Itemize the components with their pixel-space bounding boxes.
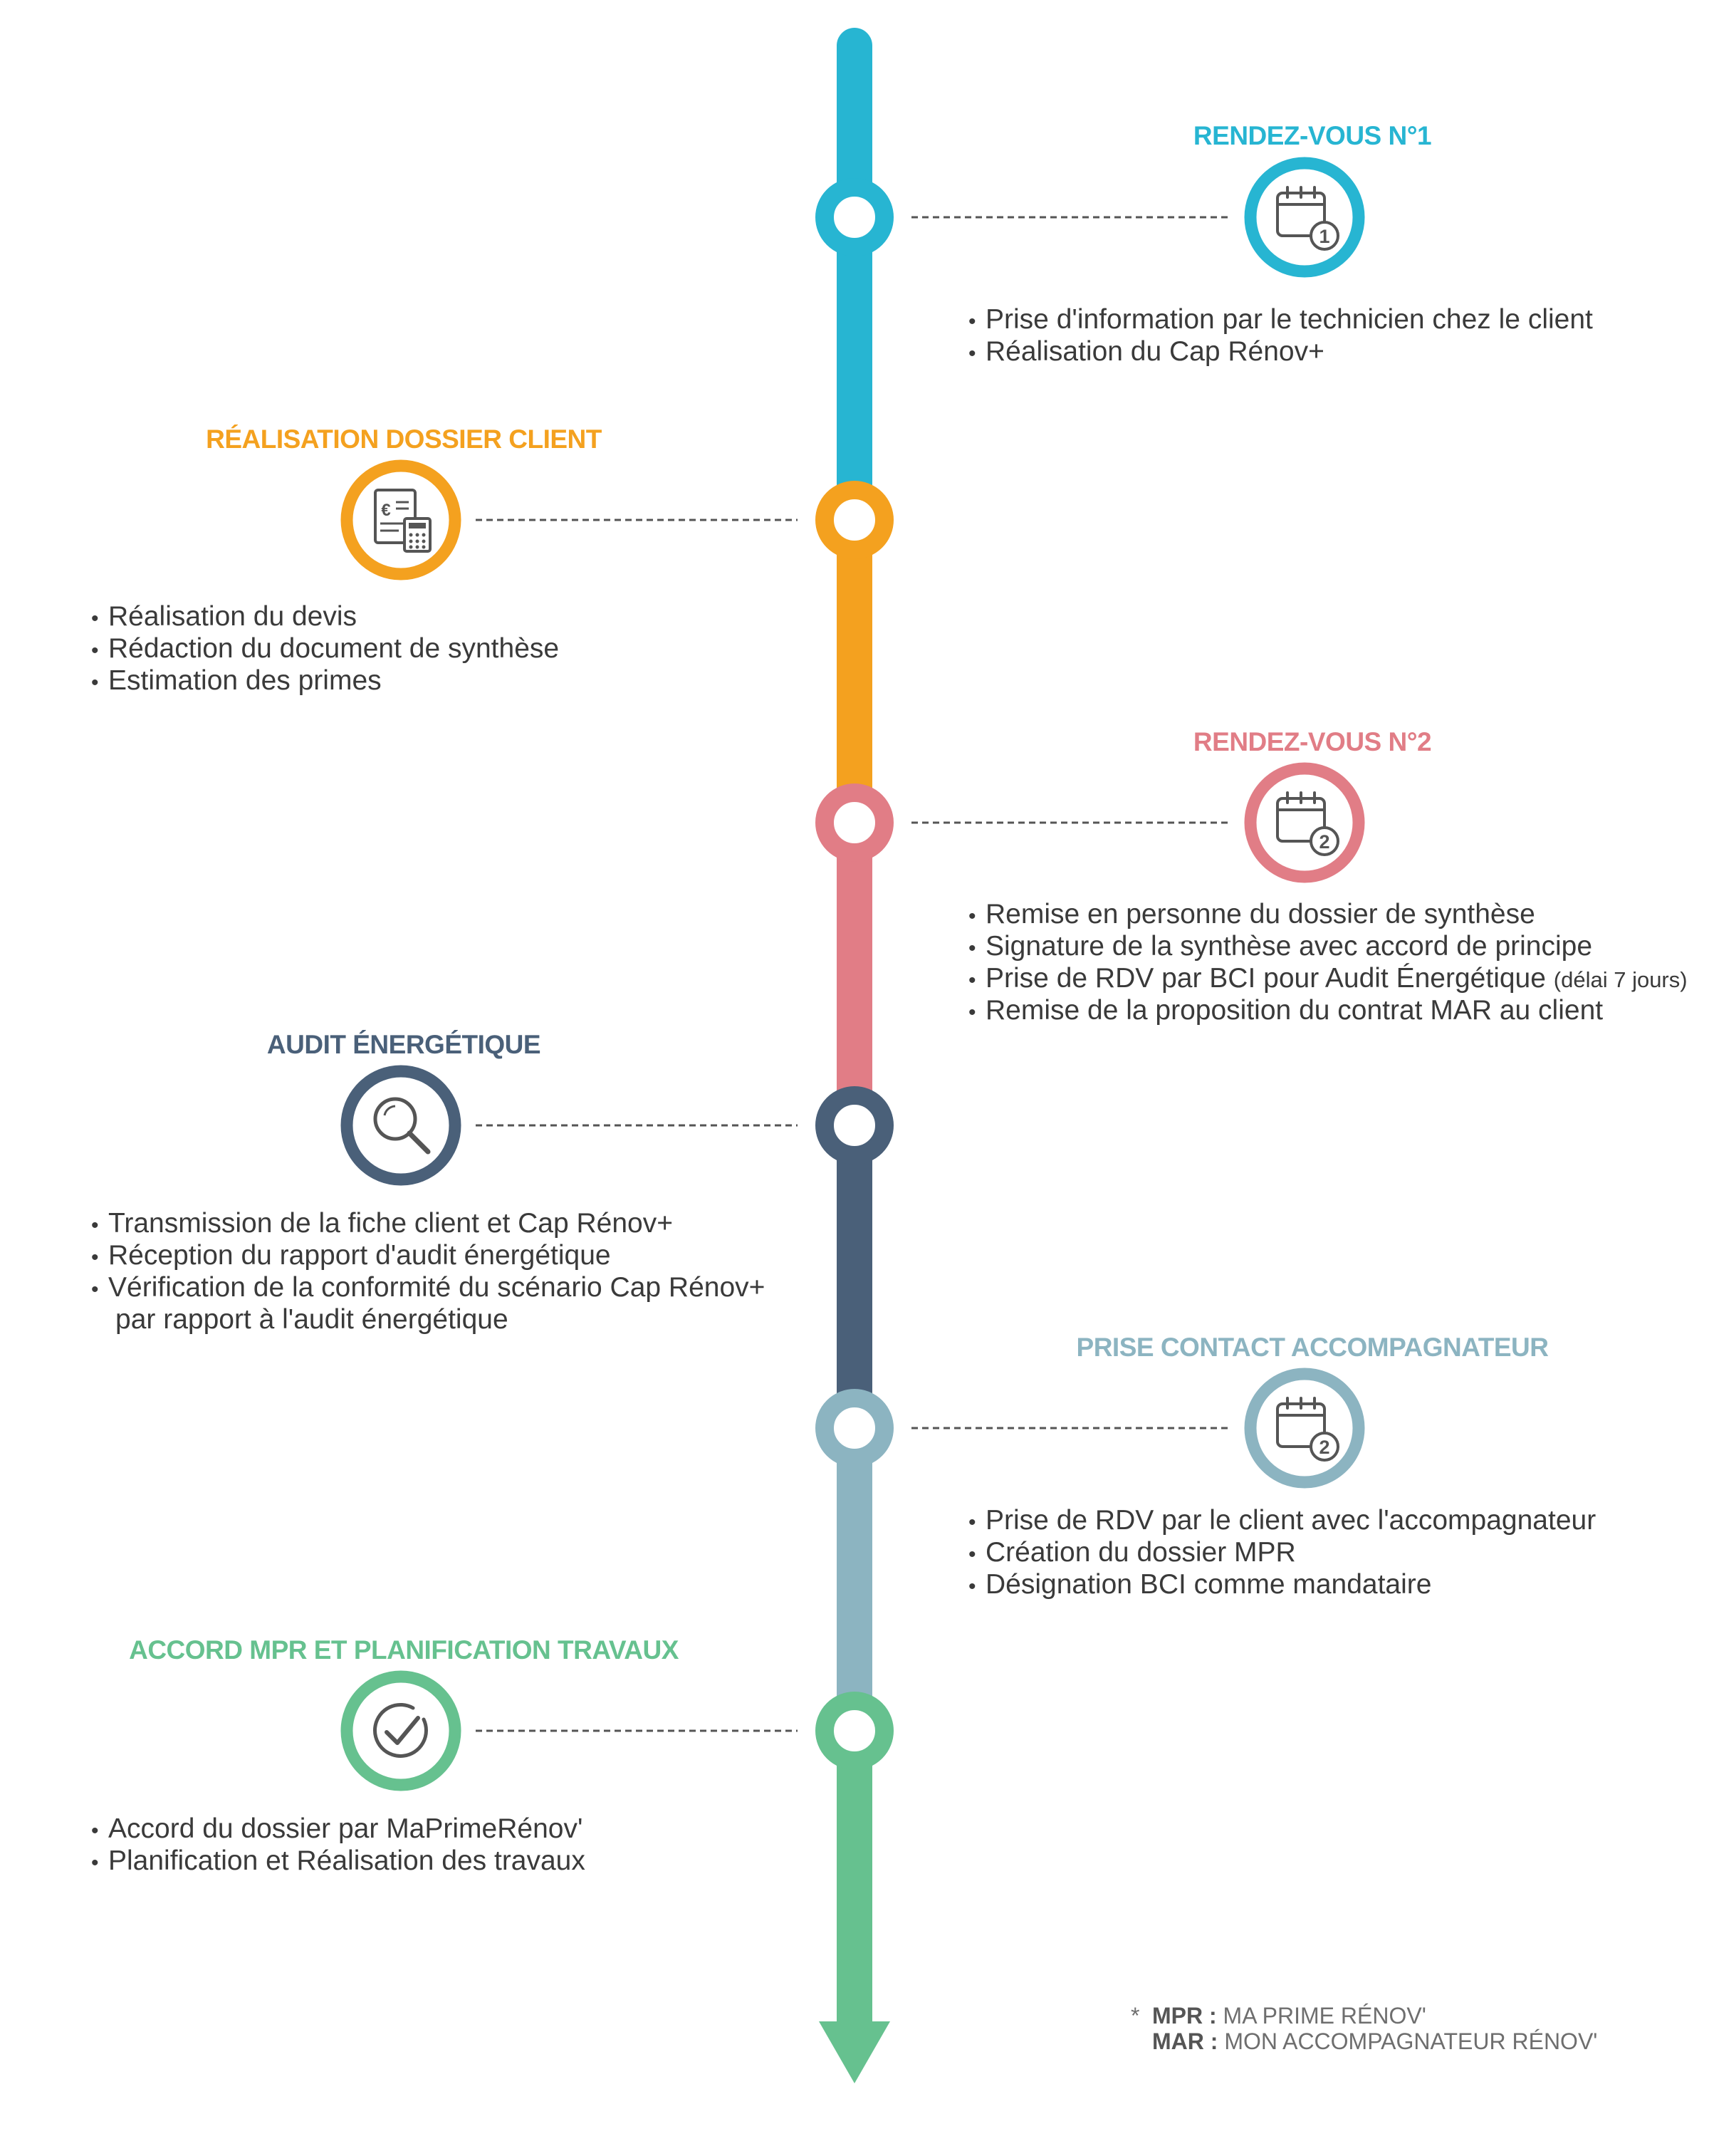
step-title-dossier: RÉALISATION DOSSIER CLIENT	[206, 425, 602, 454]
invoice-calculator-icon: €	[340, 459, 461, 580]
list-item: Réalisation du devis	[91, 602, 559, 634]
calendar-1-icon: 1	[1244, 157, 1365, 278]
list-item: Prise de RDV par BCI pour Audit Énergéti…	[968, 964, 1688, 996]
timeline-node-rdv2	[815, 783, 894, 862]
step-bullets-rdv1: Prise d'information par le technicien ch…	[968, 305, 1593, 369]
step-title-rdv1: RENDEZ-VOUS N°1	[1193, 121, 1432, 150]
calendar-2-icon-accompagnateur: 2	[1244, 1368, 1365, 1489]
list-item: Accord du dossier par MaPrimeRénov'	[91, 1814, 585, 1846]
list-item: Estimation des primes	[91, 666, 559, 698]
bullet-continuation: par rapport à l'audit énergétique	[115, 1304, 508, 1335]
legend-abbr-mpr: MPR :	[1152, 2003, 1217, 2029]
invoice-euro-symbol: €	[381, 501, 390, 520]
step-title-rdv2: RENDEZ-VOUS N°2	[1193, 727, 1432, 756]
bullet-text: Prise de RDV par BCI pour Audit Énergéti…	[986, 963, 1546, 994]
timeline-node-rdv1	[815, 178, 894, 256]
abbreviation-legend: * MPR : MA PRIME RÉNOV' MAR : MON ACCOMPA…	[1131, 2003, 1597, 2054]
step-bullets-accompagnateur: Prise de RDV par le client avec l'accomp…	[968, 1506, 1596, 1602]
list-item: Signature de la synthèse avec accord de …	[968, 932, 1688, 964]
list-item: Désignation BCI comme mandataire	[968, 1570, 1596, 1602]
list-item: Réception du rapport d'audit énergétique	[91, 1241, 765, 1273]
timeline-arrow-head	[819, 2021, 890, 2083]
magnifier-icon	[340, 1065, 461, 1186]
list-item: Remise de la proposition du contrat MAR …	[968, 996, 1688, 1028]
step-bullets-rdv2: Remise en personne du dossier de synthès…	[968, 900, 1688, 1028]
legend-row-mpr: * MPR : MA PRIME RÉNOV'	[1131, 2003, 1597, 2029]
checkmark-circle-icon	[340, 1670, 461, 1791]
legend-text-mpr: MA PRIME RÉNOV'	[1223, 2003, 1426, 2029]
timeline-node-audit	[815, 1086, 894, 1165]
timeline-node-accord	[815, 1692, 894, 1770]
legend-abbr-mar: MAR :	[1152, 2029, 1218, 2054]
list-item: Prise d'information par le technicien ch…	[968, 305, 1593, 337]
calendar-accompagnateur-number: 2	[1319, 1437, 1329, 1458]
list-item: Rédaction du document de synthèse	[91, 634, 559, 666]
timeline-node-dossier	[815, 481, 894, 559]
list-item-continuation: par rapport à l'audit énergétique	[91, 1305, 765, 1335]
delay-note: (délai 7 jours)	[1553, 967, 1688, 992]
list-item: Prise de RDV par le client avec l'accomp…	[968, 1506, 1596, 1538]
step-bullets-dossier: Réalisation du devis Rédaction du docume…	[91, 602, 559, 698]
timeline-node-accompagnateur	[815, 1389, 894, 1467]
step-bullets-accord: Accord du dossier par MaPrimeRénov' Plan…	[91, 1814, 585, 1878]
step-title-accord: ACCORD MPR ET PLANIFICATION TRAVAUX	[129, 1635, 679, 1665]
list-item: Réalisation du Cap Rénov+	[968, 337, 1593, 369]
list-item: Création du dossier MPR	[968, 1538, 1596, 1570]
step-bullets-audit: Transmission de la fiche client et Cap R…	[91, 1209, 765, 1335]
step-title-audit: AUDIT ÉNERGÉTIQUE	[266, 1030, 541, 1059]
legend-row-mar: MAR : MON ACCOMPAGNATEUR RÉNOV'	[1131, 2029, 1597, 2054]
legend-star: *	[1131, 2003, 1140, 2029]
list-item: Planification et Réalisation des travaux	[91, 1846, 585, 1878]
list-item: Vérification de la conformité du scénari…	[91, 1273, 765, 1305]
legend-text-mar: MON ACCOMPAGNATEUR RÉNOV'	[1224, 2029, 1598, 2054]
calendar-1-number: 1	[1319, 226, 1329, 247]
list-item: Remise en personne du dossier de synthès…	[968, 900, 1688, 932]
step-title-accompagnateur: PRISE CONTACT ACCOMPAGNATEUR	[1076, 1333, 1549, 1362]
calendar-2-number: 2	[1319, 831, 1329, 853]
list-item: Transmission de la fiche client et Cap R…	[91, 1209, 765, 1241]
calendar-2-icon: 2	[1244, 762, 1365, 883]
